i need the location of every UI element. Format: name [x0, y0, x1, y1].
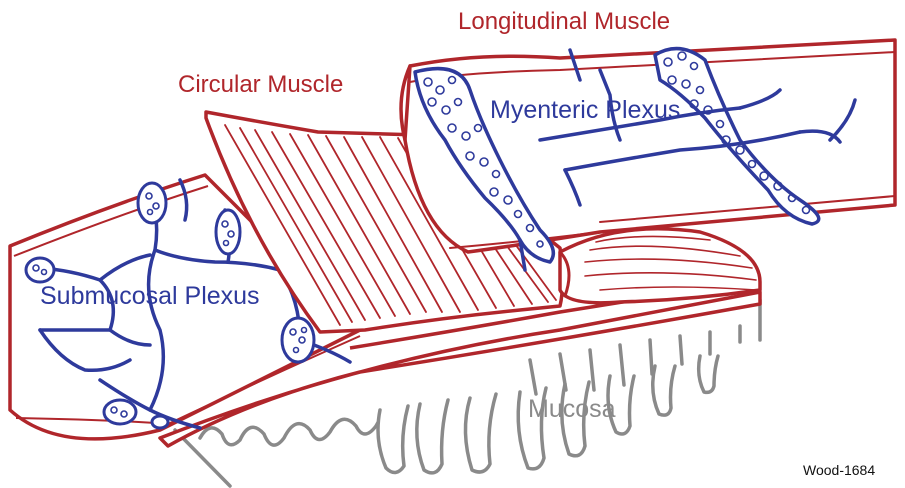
figure-credit: Wood-1684 [803, 462, 875, 478]
label-myenteric-plexus: Myenteric Plexus [490, 98, 680, 123]
label-longitudinal-muscle: Longitudinal Muscle [458, 10, 670, 34]
label-circular-muscle: Circular Muscle [178, 73, 343, 97]
label-mucosa: Mucosa [528, 397, 616, 422]
label-submucosal-plexus: Submucosal Plexus [40, 284, 260, 309]
